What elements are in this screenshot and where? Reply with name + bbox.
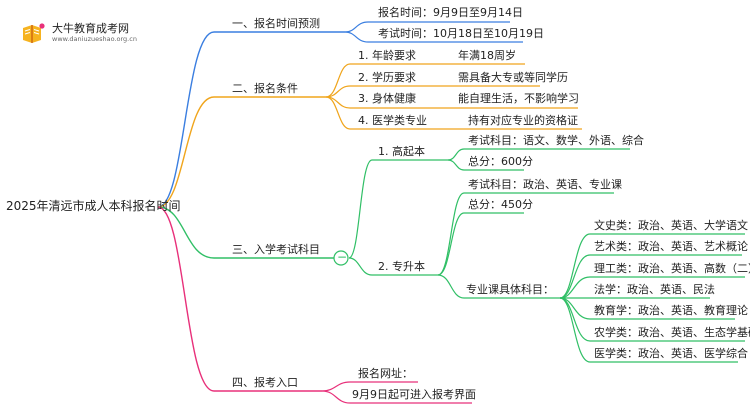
major-item: 理工类：政治、英语、高数（二）	[594, 262, 750, 275]
major-label: 专业课具体科目：	[466, 283, 554, 296]
gqb-item: 总分：600分	[468, 155, 533, 168]
b2-item-value: 能自理生活，不影响学习	[458, 92, 579, 105]
zsb-item: 总分：450分	[468, 198, 533, 211]
link-zsb-item0	[437, 192, 465, 276]
link-zsb-major	[437, 274, 465, 299]
link-major-6	[559, 297, 591, 363]
major-item: 法学：政治、英语、民法	[594, 283, 715, 296]
b4-item: 报名网址：	[358, 367, 413, 380]
logo-name: 大牛教育成考网	[52, 22, 129, 35]
zsb-item: 考试科目：政治、英语、专业课	[468, 178, 622, 191]
branch-label-b3: 三、入学考试科目	[232, 243, 320, 256]
major-item: 农学类：政治、英语、生态学基础	[594, 326, 750, 339]
b2-item-name: 2. 学历要求	[358, 71, 416, 84]
zsb-label: 2. 专升本	[378, 260, 425, 273]
link-gqb-item1	[447, 159, 465, 171]
b4-item: 9月9日起可进入报考界面	[352, 388, 476, 401]
link-major-1	[559, 254, 591, 299]
major-item: 艺术类：政治、英语、艺术概论	[594, 240, 748, 253]
b2-item-name: 1. 年龄要求	[358, 49, 416, 62]
b2-item-value: 持有对应专业的资格证	[468, 114, 578, 127]
link-b4-item1	[321, 390, 351, 404]
link-b2-item3	[325, 96, 351, 130]
link-b1-item0	[344, 21, 369, 33]
b2-item-value: 年满18周岁	[458, 49, 516, 62]
link-major-2	[559, 276, 591, 299]
major-item: 医学类：政治、英语、医学综合	[594, 347, 748, 360]
book-logo-icon	[23, 23, 45, 43]
logo-url: www.daniuzueshao.org.cn	[52, 35, 137, 43]
logo: 大牛教育成考网 www.daniuzueshao.org.cn	[14, 18, 164, 50]
link-zsb-item1	[437, 212, 465, 276]
gqb-label: 1. 高起本	[378, 145, 425, 158]
link-b2-item0	[325, 63, 351, 98]
gqb-item: 考试科目：语文、数学、外语、综合	[468, 134, 644, 147]
link-major-0	[559, 233, 591, 299]
branch-label-b2: 二、报名条件	[232, 82, 298, 95]
collapse-symbol[interactable]: −	[337, 250, 348, 264]
branch-label-b1: 一、报名时间预测	[232, 17, 320, 30]
link-b3-zsb	[348, 257, 373, 276]
collapse-toggle[interactable]	[333, 250, 349, 266]
link-b1-item1	[344, 31, 369, 43]
link-b4-item0	[321, 381, 351, 392]
b1-item: 考试时间：10月18日至10月19日	[378, 27, 544, 40]
b2-item-value: 需具备大专或等同学历	[458, 71, 568, 84]
link-root-b3	[157, 206, 215, 259]
branch-label-b4: 四、报考入口	[232, 376, 298, 389]
b2-item-name: 4. 医学类专业	[358, 114, 427, 127]
link-gqb-item0	[447, 148, 465, 161]
major-item: 教育学：政治、英语、教育理论	[594, 304, 748, 317]
link-root-b1	[157, 31, 215, 208]
b1-item: 报名时间：9月9日至9月14日	[378, 6, 523, 19]
link-root-b4	[157, 206, 215, 392]
link-root-b2	[157, 96, 215, 208]
root-node: 2025年清远市成人本科报名时间	[6, 199, 181, 213]
major-item: 文史类：政治、英语、大学语文	[594, 219, 748, 232]
b2-item-name: 3. 身体健康	[358, 92, 416, 105]
link-b3-gqb	[348, 159, 373, 259]
